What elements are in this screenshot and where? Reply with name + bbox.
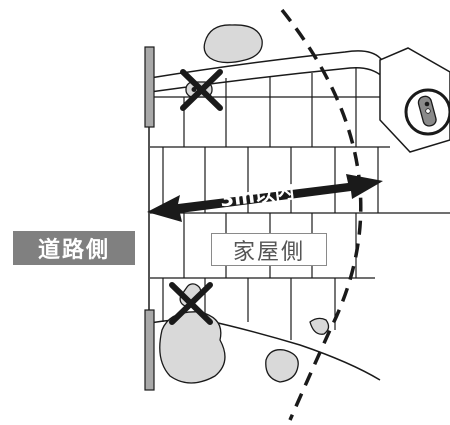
allowed-marker [404,88,450,136]
cross-icon [169,282,213,325]
road-side-label: 道路側 [13,231,135,265]
stepping-stones [159,24,330,384]
house-side-label: 家屋側 [211,233,327,266]
not-allowed-marker-top [180,69,223,111]
road-wall [144,46,155,391]
distance-arrow [147,174,383,222]
not-allowed-marker-bottom [169,282,213,325]
distance-label: 3m以内 [219,179,296,212]
cross-icon [180,69,223,111]
range-boundary-arc [280,8,363,421]
